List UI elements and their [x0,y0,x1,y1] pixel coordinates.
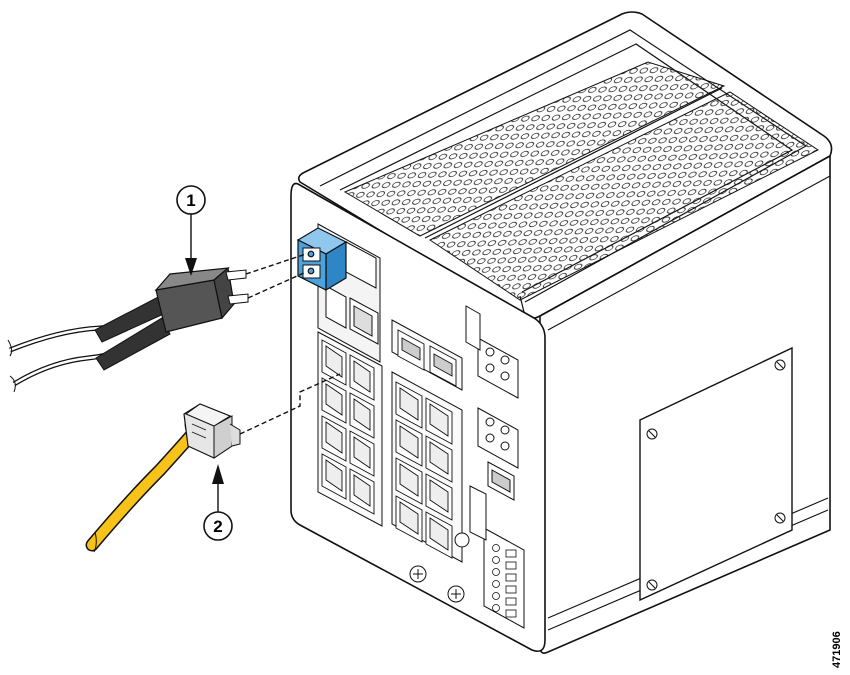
rj45-port-opening [353,360,371,393]
terminal-pin [492,556,500,564]
terminal-pin-clamp [505,549,517,558]
rj45-port-opening [325,383,343,416]
lc-sfp-module [296,227,348,292]
rj45-port-grid-left [321,339,375,515]
terminal-pin [492,544,500,552]
rj45-port-opening [429,479,449,513]
rj45-port-opening [399,463,419,497]
insertion-guide-lines [239,253,341,435]
rj45-port-grid-right [395,381,453,559]
rj45-port-opening [399,425,419,459]
fiber-optic-lc-connector-cable [7,266,249,393]
rj45-port-opening [353,474,371,507]
callout-2: 2 [203,464,233,541]
chassis-side-details [547,175,831,631]
terminal-pin-clamp [505,585,517,594]
terminal-pin [492,592,500,600]
rj45-port-opening [429,441,449,475]
rj45-port-opening [353,436,371,469]
callout-1: 1 [176,185,206,276]
terminal-pin [492,604,500,612]
rj45-ethernet-cable [85,403,241,553]
sfp-port [325,285,347,329]
figure-id: 471906 [831,631,843,668]
terminal-pin [492,580,500,588]
terminal-pin-clamp [505,597,517,606]
rj45-port-opening [325,345,343,378]
callout-1-label: 1 [186,191,195,210]
rj45-uplink-ports [397,329,457,387]
rj45-port-opening [429,403,449,437]
ground-screws [409,532,470,603]
side-panel-screws [646,359,786,591]
terminal-pin-clamp [505,573,517,582]
side-panel [639,346,793,602]
terminal-pin [492,568,500,576]
terminal-pin-clamp [505,609,517,618]
terminal-pin-clamp [505,561,517,570]
rj45-port-opening [399,501,419,535]
rj45-port-opening [325,421,343,454]
rj45-port-opening [353,398,371,431]
terminal-pins [492,544,517,618]
sfp-port-group [325,241,379,345]
screw-icon [454,532,470,548]
rj45-port-opening [429,517,449,551]
callout-2-label: 2 [213,517,222,536]
rj45-port-opening [325,459,343,492]
rj45-port-opening [399,387,419,421]
